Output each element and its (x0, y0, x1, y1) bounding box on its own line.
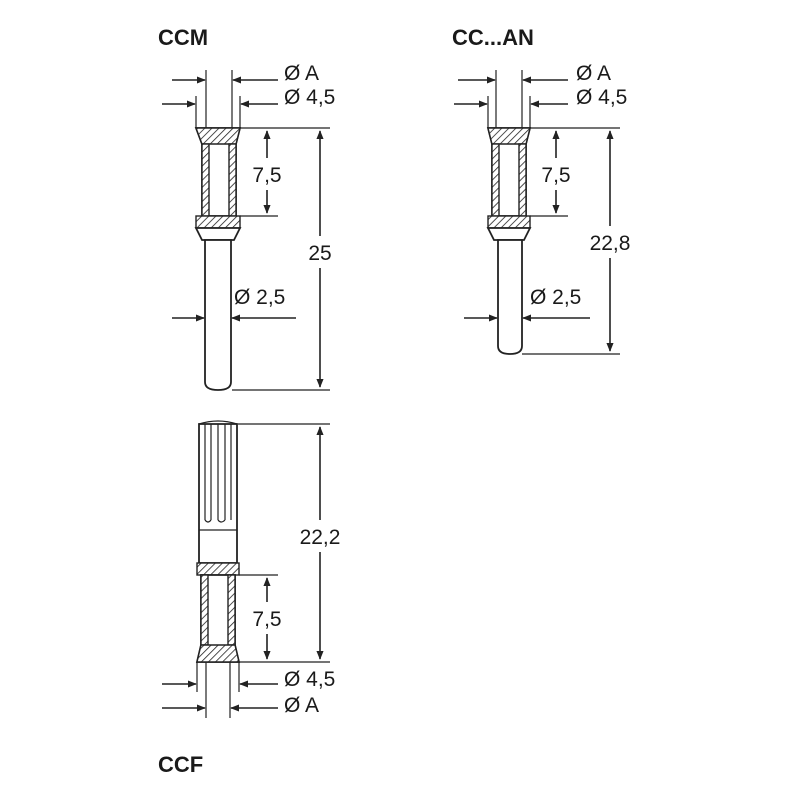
ccf-socket (198, 420, 238, 564)
ccm-total-length: 25 (308, 242, 331, 265)
ccm-crimp-length: 7,5 (252, 164, 281, 187)
ccm-dia-sleeve: Ø 4,5 (284, 86, 335, 109)
ccm-crimp-sleeve (194, 127, 242, 241)
ccan-dia-sleeve: Ø 4,5 (576, 86, 627, 109)
ccf-title: CCF (158, 752, 203, 777)
ccan-crimp-sleeve (486, 127, 532, 241)
ccm-title: CCM (158, 25, 208, 50)
ccan-drawing: CC...AN 7,5 22,8 Ø A Ø 4,5 Ø 2 (452, 25, 640, 355)
ccan-dia-a: Ø A (576, 62, 611, 85)
ccan-total-length: 22,8 (590, 232, 631, 255)
ccf-dia-a: Ø A (284, 694, 319, 717)
ccm-pin (204, 239, 232, 391)
ccm-dia-a: Ø A (284, 62, 319, 85)
ccan-dia-pin: Ø 2,5 (530, 286, 581, 309)
ccan-crimp-length: 7,5 (541, 164, 570, 187)
ccm-drawing: CCM 7,5 25 Ø A (158, 25, 340, 391)
ccan-pin (497, 239, 523, 355)
ccf-socket-length: 22,2 (300, 526, 341, 549)
ccm-dia-pin: Ø 2,5 (234, 286, 285, 309)
ccf-dia-sleeve: Ø 4,5 (284, 668, 335, 691)
ccan-title: CC...AN (452, 25, 534, 50)
ccf-crimp-length: 7,5 (252, 608, 281, 631)
ccf-drawing: 22,2 7,5 Ø 4,5 Ø A CCF (158, 420, 350, 777)
ccf-crimp-sleeve (195, 562, 241, 663)
